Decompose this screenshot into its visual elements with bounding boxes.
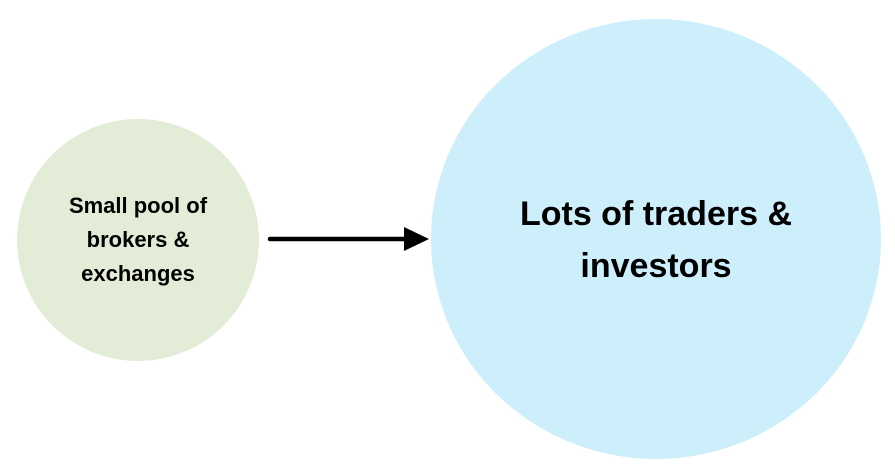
traders-investors-label: Lots of traders & investors bbox=[519, 195, 793, 285]
small-pool-label: Small pool of brokers & exchanges bbox=[68, 193, 208, 286]
arrow-head-icon bbox=[404, 227, 429, 251]
traders-investors-circle bbox=[431, 19, 881, 459]
small-pool-circle bbox=[17, 119, 259, 361]
